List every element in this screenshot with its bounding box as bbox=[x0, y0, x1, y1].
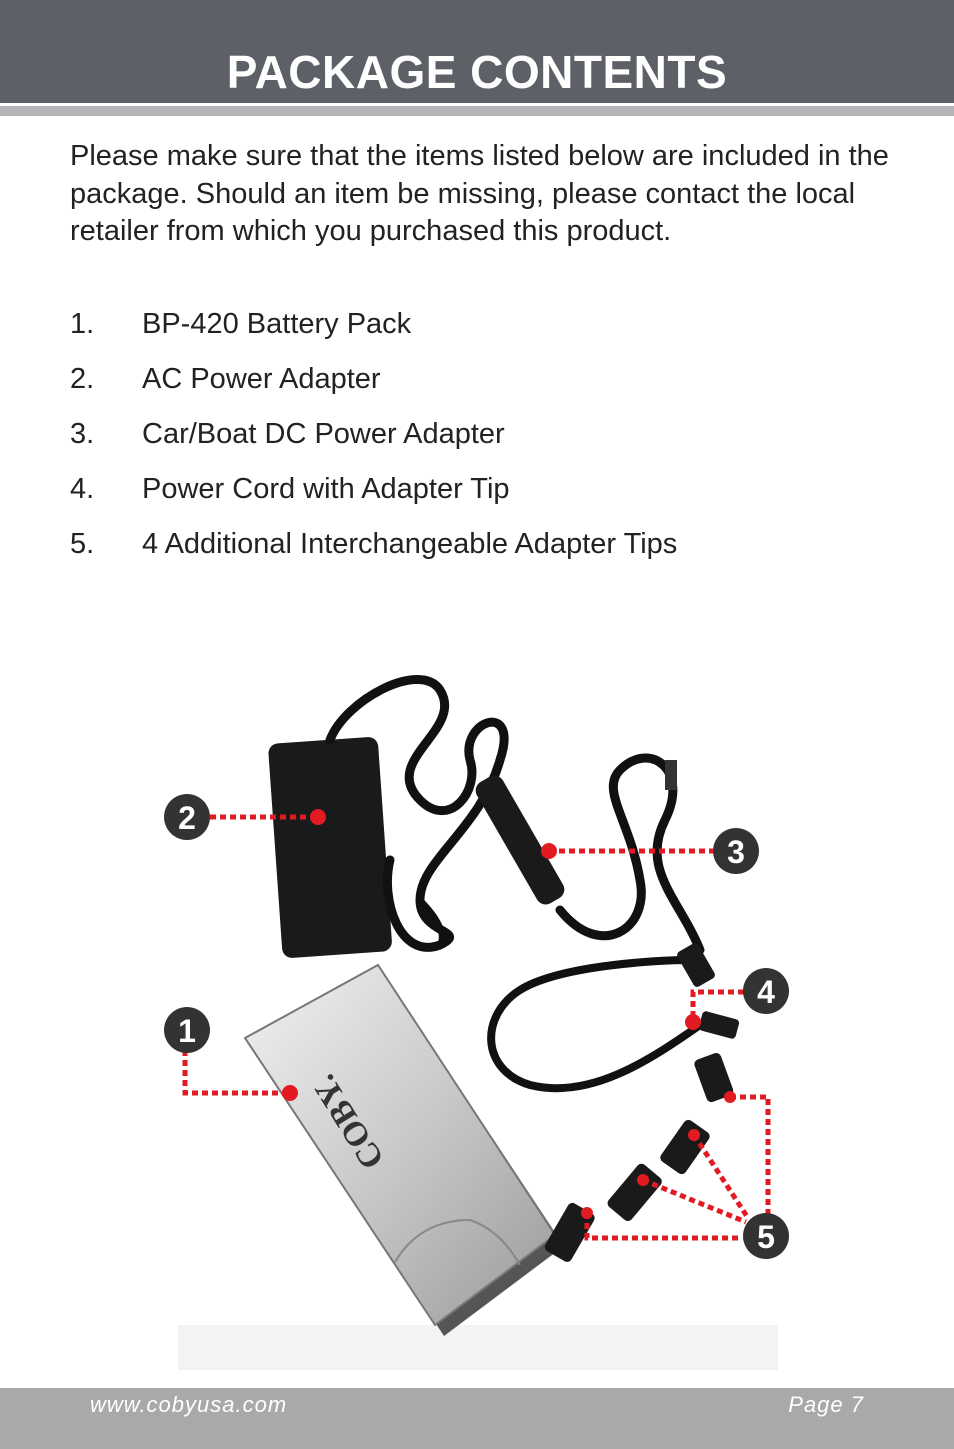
power-cord-image bbox=[487, 943, 740, 1093]
callout-2: 2 bbox=[164, 794, 210, 840]
item-number: 2. bbox=[70, 363, 95, 395]
list-item: 2. AC Power Adapter bbox=[70, 363, 890, 418]
callout-4-label: 4 bbox=[757, 974, 775, 1010]
callout-3: 3 bbox=[713, 828, 759, 874]
callout-3-label: 3 bbox=[727, 834, 745, 870]
callout-lines bbox=[182, 814, 771, 1241]
page-footer: www.cobyusa.com Page 7 bbox=[0, 1388, 954, 1449]
page-header: PACKAGE CONTENTS bbox=[0, 0, 954, 103]
callout-5: 5 bbox=[743, 1213, 789, 1259]
list-item: 5. 4 Additional Interchangeable Adapter … bbox=[70, 528, 890, 583]
header-divider bbox=[0, 106, 954, 116]
callout-4: 4 bbox=[743, 968, 789, 1014]
ac-adapter-image bbox=[268, 675, 509, 958]
item-number: 3. bbox=[70, 418, 95, 450]
item-number: 5. bbox=[70, 528, 95, 560]
callout-1: 1 bbox=[164, 1007, 210, 1053]
car-adapter-image bbox=[475, 753, 705, 955]
list-item: 4. Power Cord with Adapter Tip bbox=[70, 473, 890, 528]
list-item: 3. Car/Boat DC Power Adapter bbox=[70, 418, 890, 473]
package-contents-figure: COBY. bbox=[164, 675, 789, 1370]
intro-paragraph: Please make sure that the items listed b… bbox=[70, 140, 889, 247]
item-label: 4 Additional Interchangeable Adapter Tip… bbox=[142, 528, 678, 560]
item-label: AC Power Adapter bbox=[142, 363, 381, 395]
list-item: 1. BP-420 Battery Pack bbox=[70, 308, 890, 363]
battery-pack-image: COBY. bbox=[243, 963, 564, 1336]
page-title: PACKAGE CONTENTS bbox=[226, 45, 728, 98]
item-label: Power Cord with Adapter Tip bbox=[142, 473, 510, 505]
item-number: 4. bbox=[70, 473, 95, 505]
callout-5-label: 5 bbox=[757, 1219, 775, 1255]
item-number: 1. bbox=[70, 308, 95, 340]
item-label: BP-420 Battery Pack bbox=[142, 308, 412, 340]
photo-shadow bbox=[178, 1325, 778, 1370]
callout-2-label: 2 bbox=[178, 800, 196, 836]
item-label: Car/Boat DC Power Adapter bbox=[142, 418, 505, 450]
package-contents-list: 1. BP-420 Battery Pack 2. AC Power Adapt… bbox=[70, 308, 890, 583]
page-number: Page 7 bbox=[788, 1392, 864, 1417]
callout-dots bbox=[282, 809, 736, 1219]
callout-1-label: 1 bbox=[178, 1013, 196, 1049]
footer-url: www.cobyusa.com bbox=[90, 1392, 288, 1417]
